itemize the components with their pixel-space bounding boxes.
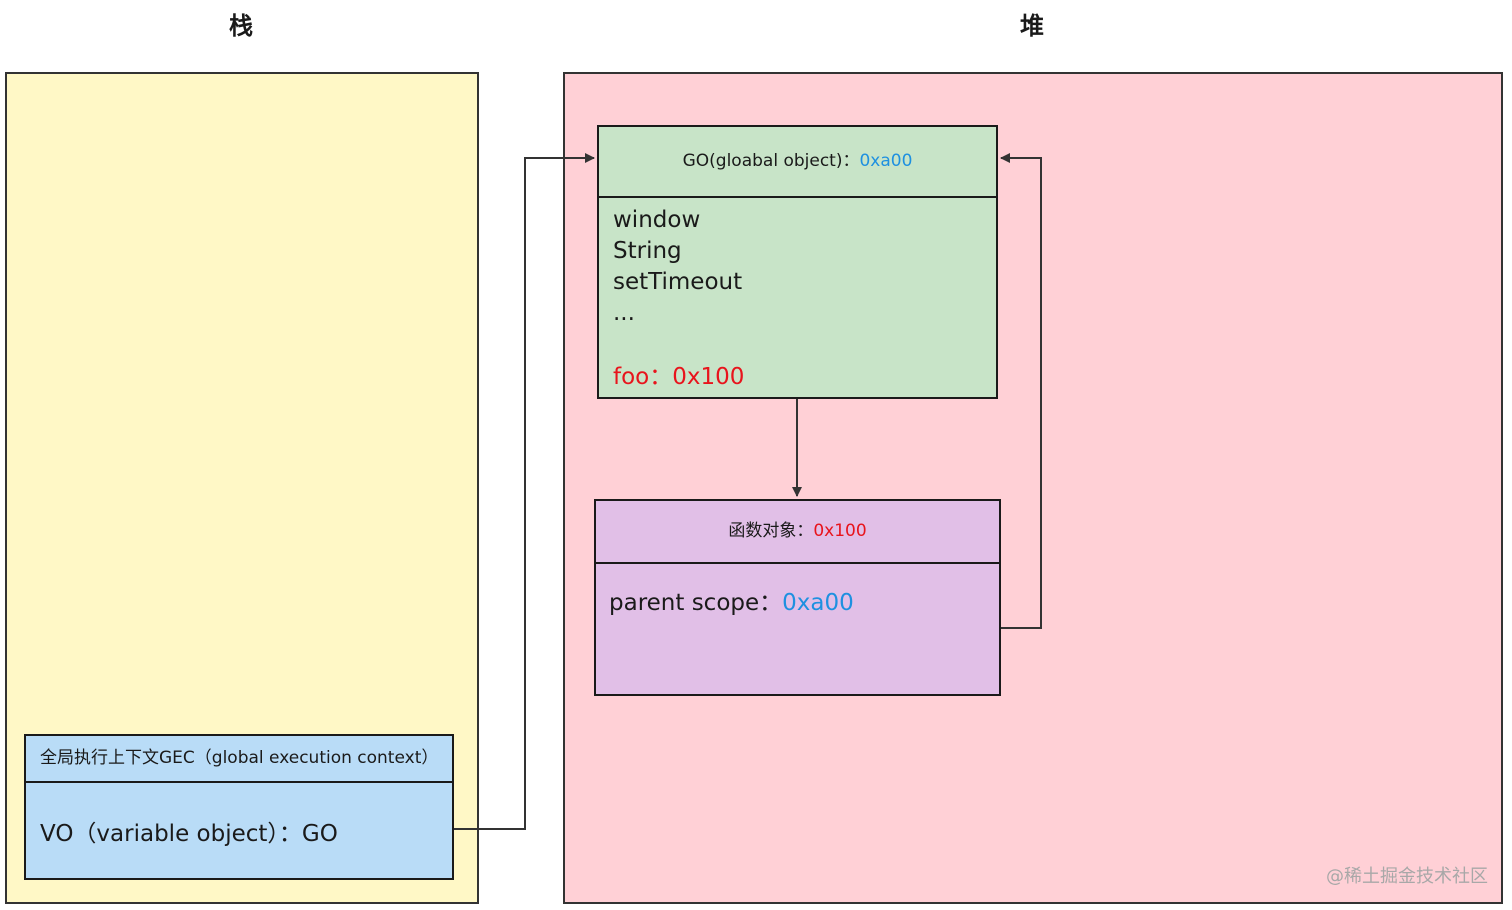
parent-scope-label: parent scope： xyxy=(609,590,783,616)
heap-title: 堆 xyxy=(1020,12,1044,40)
global-object-address: 0xa00 xyxy=(859,151,913,171)
gec-header: 全局执行上下文GEC（global execution context） xyxy=(26,736,452,783)
global-object-box: GO(gloabal object)：0xa00 window String s… xyxy=(597,125,998,399)
property-ellipsis: ... xyxy=(613,300,635,326)
variable-object-entry: VO（variable object）：GO xyxy=(40,821,338,847)
parent-scope-address: 0xa00 xyxy=(782,590,854,616)
function-object-header: 函数对象：0x100 xyxy=(596,501,999,564)
property-settimeout: setTimeout xyxy=(613,269,743,295)
watermark: @稀土掘金技术社区 xyxy=(1326,866,1488,887)
global-object-header: GO(gloabal object)：0xa00 xyxy=(599,127,996,198)
global-object-properties: window String setTimeout ... xyxy=(613,205,742,329)
global-execution-context-box: 全局执行上下文GEC（global execution context） VO（… xyxy=(24,734,454,880)
global-object-title: GO(gloabal object)： xyxy=(682,151,860,171)
property-window: window xyxy=(613,207,701,233)
stack-title: 栈 xyxy=(229,12,253,40)
property-string: String xyxy=(613,238,682,264)
heap-region xyxy=(563,72,1503,904)
parent-scope-entry: parent scope：0xa00 xyxy=(609,583,854,617)
function-object-box: 函数对象：0x100 parent scope：0xa00 xyxy=(594,499,1001,696)
arrow-vo-to-go xyxy=(454,153,595,830)
arrow-parent-scope-to-go xyxy=(1000,153,1042,629)
function-object-address: 0x100 xyxy=(813,521,867,541)
property-foo: foo：0x100 xyxy=(613,364,745,390)
function-object-title: 函数对象： xyxy=(728,521,814,541)
